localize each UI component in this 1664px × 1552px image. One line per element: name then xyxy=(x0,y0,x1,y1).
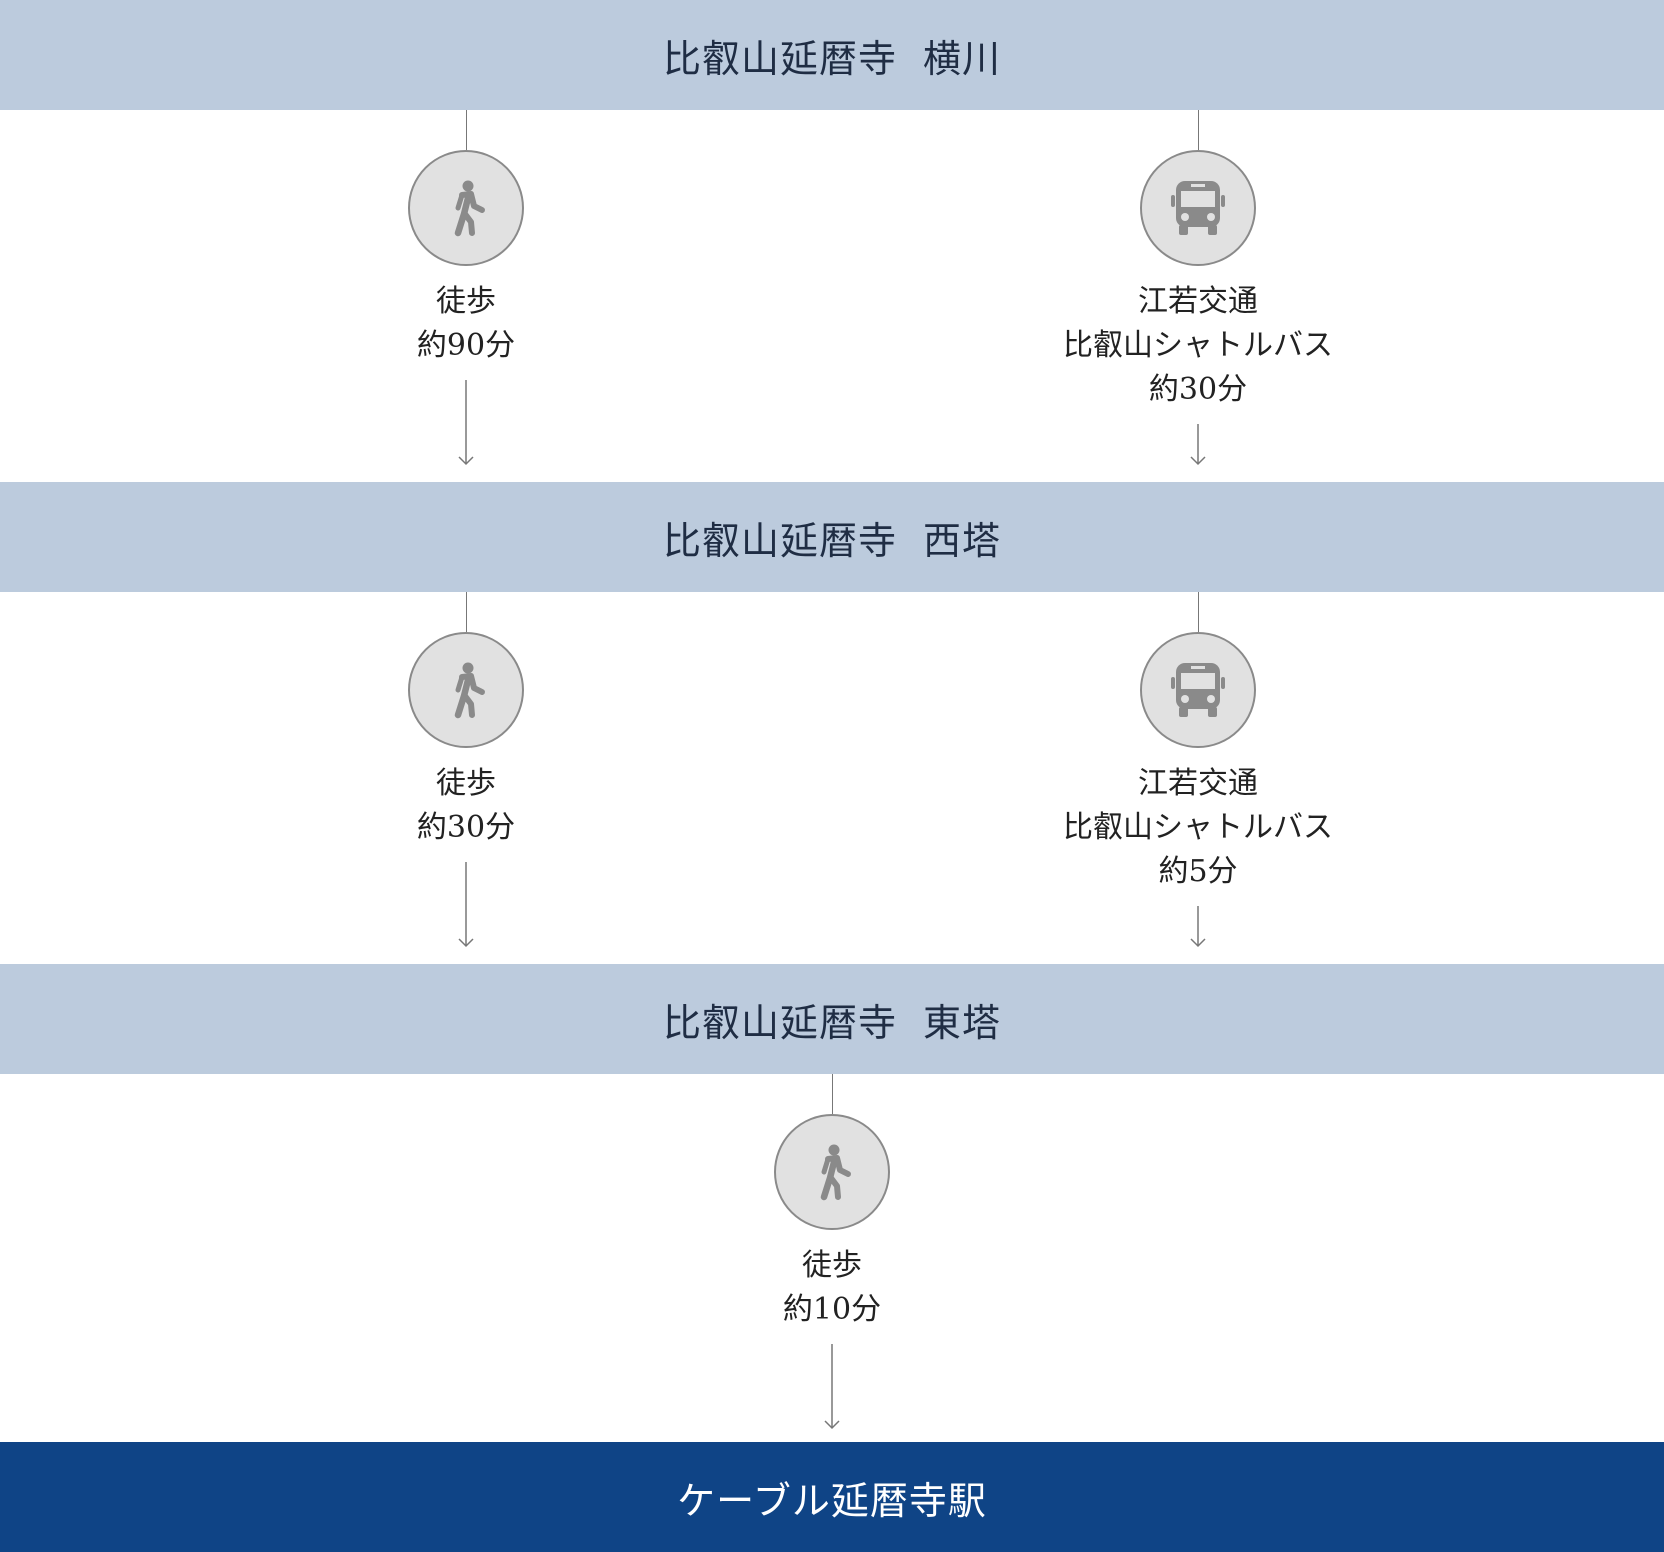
down-arrow-icon xyxy=(458,380,474,466)
route-mode: 徒歩 xyxy=(436,766,496,801)
route-toto-cable-walk: 徒歩 約10分 xyxy=(622,1074,1042,1430)
route-duration: 約5分 xyxy=(1158,854,1238,889)
route-operator: 江若交通 xyxy=(1138,284,1258,319)
down-arrow-icon xyxy=(458,862,474,948)
walking-person-icon xyxy=(408,150,524,266)
route-label: 徒歩 約90分 xyxy=(417,280,515,368)
station-name: 比叡山延暦寺 xyxy=(662,36,897,81)
down-arrow-icon xyxy=(1190,906,1206,948)
connector-line xyxy=(1197,110,1199,150)
route-line-name: 比叡山シャトルバス xyxy=(1063,328,1333,363)
route-duration: 約30分 xyxy=(416,810,516,845)
station-saito: 比叡山延暦寺 西塔 xyxy=(0,482,1664,592)
route-duration: 約90分 xyxy=(416,328,516,363)
route-saito-toto-walk: 徒歩 約30分 xyxy=(256,592,676,948)
connector-line xyxy=(831,1074,833,1114)
station-area: 西塔 xyxy=(923,518,1002,563)
route-duration: 約10分 xyxy=(782,1292,882,1327)
station-name: 比叡山延暦寺 xyxy=(662,518,897,563)
walking-person-icon xyxy=(774,1114,890,1230)
route-yokawa-saito-bus: 江若交通 比叡山シャトルバス 約30分 xyxy=(988,110,1408,466)
route-saito-toto-bus: 江若交通 比叡山シャトルバス 約5分 xyxy=(988,592,1408,948)
route-label: 江若交通 比叡山シャトルバス 約30分 xyxy=(1063,280,1333,412)
bus-icon xyxy=(1140,632,1256,748)
station-yokawa: 比叡山延暦寺 横川 xyxy=(0,0,1664,110)
connector-line xyxy=(1197,592,1199,632)
down-arrow-icon xyxy=(1190,424,1206,466)
walking-person-icon xyxy=(408,632,524,748)
route-duration: 約30分 xyxy=(1148,372,1248,407)
connector-line xyxy=(465,110,467,150)
station-toto: 比叡山延暦寺 東塔 xyxy=(0,964,1664,1074)
station-area: 横川 xyxy=(923,36,1002,81)
connector-line xyxy=(465,592,467,632)
station-area: 東塔 xyxy=(923,1000,1002,1045)
route-mode: 徒歩 xyxy=(802,1248,862,1283)
route-mode: 徒歩 xyxy=(436,284,496,319)
bus-icon xyxy=(1140,150,1256,266)
route-line-name: 比叡山シャトルバス xyxy=(1063,810,1333,845)
route-label: 江若交通 比叡山シャトルバス 約5分 xyxy=(1063,762,1333,894)
down-arrow-icon xyxy=(824,1344,840,1430)
route-label: 徒歩 約10分 xyxy=(783,1244,881,1332)
route-yokawa-saito-walk: 徒歩 約90分 xyxy=(256,110,676,466)
station-name: ケーブル延暦寺駅 xyxy=(677,1478,987,1523)
route-label: 徒歩 約30分 xyxy=(417,762,515,850)
route-operator: 江若交通 xyxy=(1138,766,1258,801)
station-cable-enryakuji: ケーブル延暦寺駅 xyxy=(0,1442,1664,1552)
station-name: 比叡山延暦寺 xyxy=(662,1000,897,1045)
